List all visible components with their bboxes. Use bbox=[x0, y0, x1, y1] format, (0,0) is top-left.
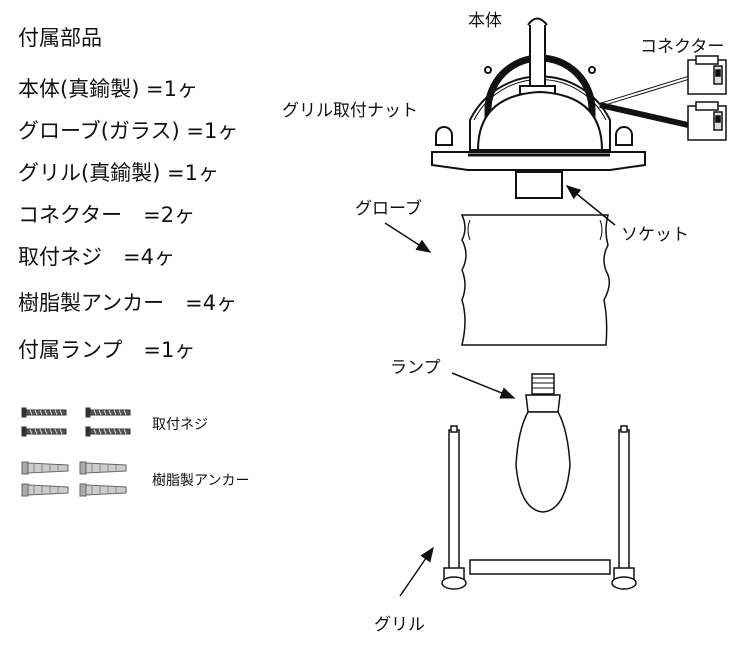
screws-label: 取付ネジ bbox=[152, 417, 208, 433]
label-socket: ソケット bbox=[621, 225, 689, 245]
part-item-grill: グリル(真鍮製) =1ヶ bbox=[18, 161, 220, 185]
part-item-globe: グローブ(ガラス) =1ヶ bbox=[18, 119, 239, 143]
anchor-icons bbox=[21, 461, 127, 497]
label-connector: コネクター bbox=[640, 37, 725, 57]
label-grill-nut: グリル取付ナット bbox=[282, 101, 418, 121]
anchors-label: 樹脂製アンカー bbox=[152, 473, 250, 489]
label-grill: グリル bbox=[374, 615, 425, 635]
part-item-screws: 取付ネジ =4ヶ bbox=[18, 245, 175, 269]
anchor-icon bbox=[79, 461, 127, 475]
screw-icon bbox=[85, 426, 131, 437]
anchor-icon bbox=[79, 483, 127, 497]
connector-wires bbox=[599, 76, 689, 128]
connector-icons bbox=[687, 55, 727, 141]
label-body: 本体 bbox=[468, 11, 502, 31]
glass-globe bbox=[460, 214, 611, 346]
label-globe: グローブ bbox=[355, 199, 422, 219]
lamp-bulb bbox=[515, 373, 571, 513]
screw-icon bbox=[21, 407, 67, 418]
fixture-body bbox=[431, 17, 646, 199]
label-lamp: ランプ bbox=[390, 358, 441, 378]
screw-icons bbox=[21, 407, 131, 437]
part-item-anchors: 樹脂製アンカー =4ヶ bbox=[18, 291, 238, 315]
part-item-connector: コネクター =2ヶ bbox=[18, 203, 196, 227]
part-item-lamp: 付属ランプ =1ヶ bbox=[18, 338, 196, 362]
screw-icon bbox=[85, 407, 131, 418]
parts-list-title: 付属部品 bbox=[18, 26, 102, 50]
callout-arrows bbox=[384, 185, 616, 597]
grill bbox=[441, 425, 637, 590]
part-item-body: 本体(真鍮製) =1ヶ bbox=[18, 77, 199, 101]
connector-icon bbox=[687, 55, 727, 95]
connector-icon bbox=[687, 101, 727, 141]
anchor-icon bbox=[21, 461, 69, 475]
screw-icon bbox=[21, 426, 67, 437]
anchor-icon bbox=[21, 483, 69, 497]
